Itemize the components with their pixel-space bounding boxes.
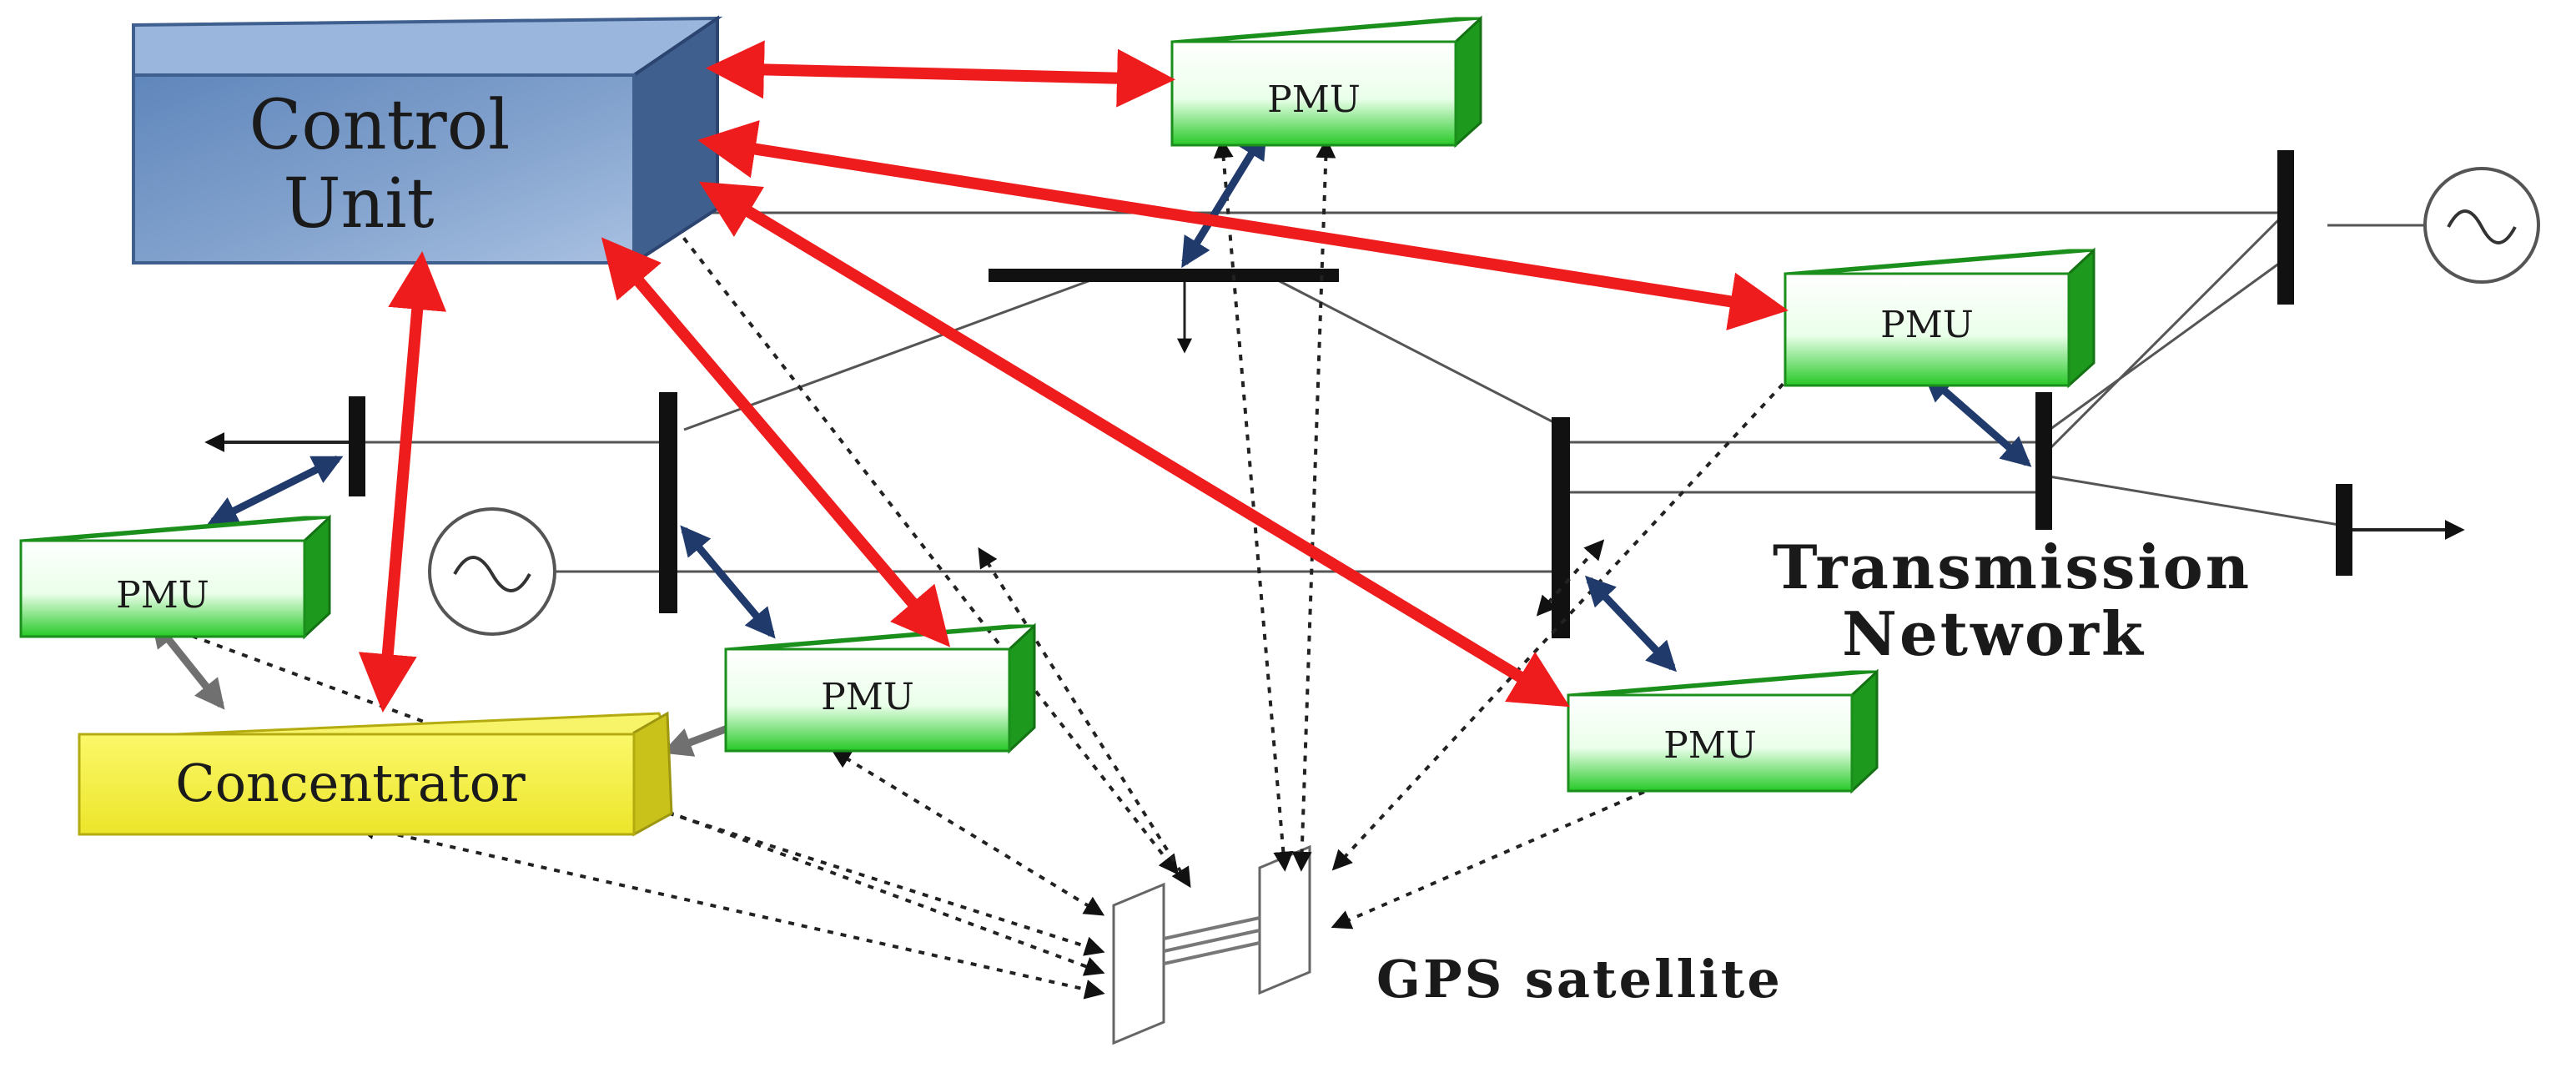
control-unit-box: Control Unit bbox=[132, 15, 723, 266]
pmu-label: PMU bbox=[821, 676, 914, 718]
link-control-concentrator bbox=[358, 251, 447, 713]
ac-generator-icon bbox=[2423, 167, 2540, 284]
pmu-left: PMU bbox=[19, 514, 331, 640]
pmu-right-lower: PMU bbox=[1567, 668, 1879, 794]
link-control-pmu-top bbox=[706, 40, 1175, 108]
concentrator-box: Concentrator bbox=[78, 711, 673, 837]
link-control-pmu-center bbox=[601, 237, 951, 647]
concentrator-label: Concentrator bbox=[175, 753, 526, 814]
bus-top-center bbox=[989, 269, 1339, 282]
gps-satellite-label: GPS satellite bbox=[1376, 949, 1783, 1010]
bus-left-center bbox=[659, 392, 677, 613]
communication-links bbox=[358, 40, 1789, 713]
pmu-center: PMU bbox=[724, 622, 1036, 754]
gps-satellite-icon bbox=[1112, 844, 1311, 1045]
bus-end-right bbox=[2336, 484, 2352, 576]
ac-generator-icon bbox=[428, 507, 556, 636]
control-unit-label-line2: Unit bbox=[283, 164, 434, 244]
bus-far-right bbox=[2035, 392, 2052, 530]
pmu-right-upper: PMU bbox=[1784, 247, 2096, 389]
transmission-network-label-line1: Transmission bbox=[1773, 531, 2251, 602]
bus-left bbox=[349, 396, 365, 496]
pmu-label: PMU bbox=[116, 574, 209, 617]
transmission-network-label-line2: Network bbox=[1842, 598, 2146, 669]
pmu-top: PMU bbox=[1170, 15, 1482, 149]
pmu-label: PMU bbox=[1267, 78, 1361, 121]
pmu-label: PMU bbox=[1663, 724, 1757, 767]
bus-right-center bbox=[1552, 417, 1570, 638]
pmu-label: PMU bbox=[1880, 304, 1974, 346]
control-unit-label-line1: Control bbox=[249, 86, 511, 165]
link-control-pmu-right-lower bbox=[699, 181, 1570, 708]
transmission-network bbox=[204, 211, 2465, 573]
bus-top-right bbox=[2277, 150, 2294, 305]
